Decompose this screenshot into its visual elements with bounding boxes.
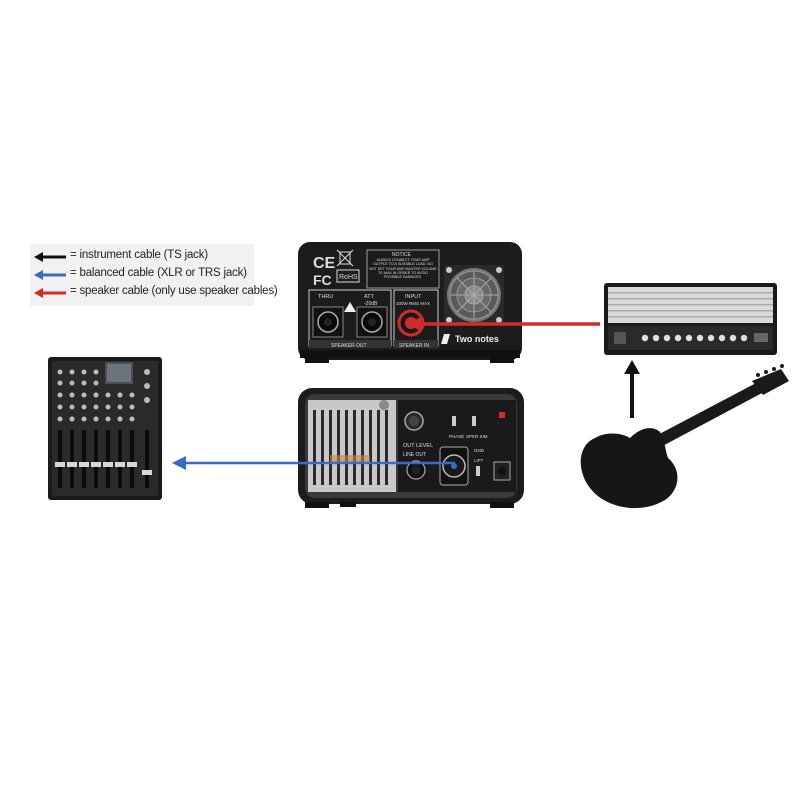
instrument-cable [624,360,640,418]
speaker-out-label: SPEAKER OUT [331,343,367,349]
warning-icon [344,302,356,312]
balanced-cable-arrowhead [172,456,186,470]
legend: = instrument cable (TS jack) = balanced … [30,244,278,306]
out-level-label: OUT LEVEL [403,443,433,449]
thru-label: THRU [318,294,333,300]
front-panel: OUT LEVEL PHASE SPKR SIM LINE OUT GND LI… [298,388,524,508]
instrument-cable-arrowhead [624,360,640,374]
legend-label-instrument: = instrument cable (TS jack) [70,249,208,261]
electric-guitar-icon [580,364,789,509]
spkr-sim-switch[interactable] [472,416,476,426]
gnd-lift-switch[interactable] [476,466,480,476]
gnd-label: GND [474,448,485,453]
brand-mark-icon [441,334,450,344]
rohs-mark: RoHS [339,274,358,281]
phase-switch[interactable] [452,416,456,426]
weee-bin-icon [336,249,354,267]
legend-item-balanced: = balanced cable (XLR or TRS jack) [30,266,254,284]
speaker-cable [407,317,600,331]
speaker-cable-arrowhead [407,317,421,331]
lift-label: LIFT [474,458,484,463]
att-label: ATT [364,294,375,300]
input-rating: 100W RMS MAX [396,301,430,306]
dc-power-jack[interactable] [493,461,511,481]
rear-panel: CE FC RoHS NOTICE ALWAYS CONNECT YOUR AM… [298,242,522,363]
spkr-sim-label: SPKR SIM [466,434,488,439]
legend-item-instrument: = instrument cable (TS jack) [30,248,254,266]
amp-head-icon [604,283,777,355]
fan-icon [444,265,504,325]
legend-label-balanced: = balanced cable (XLR or TRS jack) [70,267,247,279]
balanced-cable [172,456,455,470]
power-led [499,412,505,418]
input-label: INPUT [405,294,422,300]
mixer-icon [48,357,162,500]
fcc-mark: FC [313,272,332,288]
line-out-xlr-jack[interactable] [439,446,469,486]
legend-item-speaker: = speaker cable (only use speaker cables… [30,284,278,302]
phase-label: PHASE [449,434,464,439]
att-value: -20dB [364,301,378,307]
speaker-in-label: SPEAKER IN [399,343,429,349]
line-out-label: LINE OUT [403,452,426,458]
notice-title: NOTICE [392,252,412,258]
legend-label-speaker: = speaker cable (only use speaker cables… [70,285,278,297]
notice-text: ALWAYS CONNECT YOUR AMP OUTPUT TO A SUIT… [369,258,437,280]
ce-mark: CE [313,255,336,272]
blue-arrow-icon [34,270,66,280]
line-out-trs-jack[interactable] [406,460,426,480]
red-arrow-icon [34,288,66,298]
thru-jack[interactable] [312,306,344,338]
brand-logo: Two notes [455,334,499,344]
out-level-knob[interactable] [404,411,424,431]
att-jack[interactable] [356,306,388,338]
black-arrow-icon [34,252,66,262]
